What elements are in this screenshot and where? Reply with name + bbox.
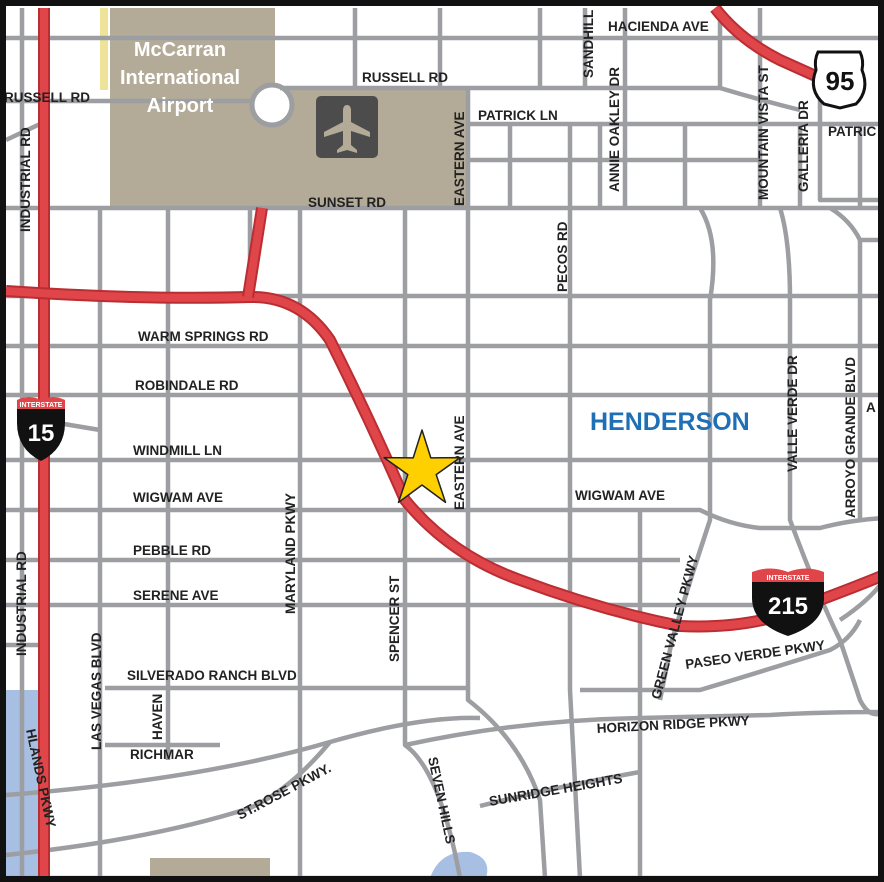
label-sandhill: SANDHILL bbox=[581, 10, 596, 78]
shield-us95-icon: 95 bbox=[811, 50, 867, 110]
label-eastern-ave-south: EASTERN AVE bbox=[452, 415, 467, 510]
label-wigwam-ave-east: WIGWAM AVE bbox=[575, 488, 665, 503]
label-robindale-rd: ROBINDALE RD bbox=[135, 378, 239, 393]
airport-name-line1: McCarran bbox=[134, 39, 226, 61]
label-warm-springs-rd: WARM SPRINGS RD bbox=[138, 329, 269, 344]
label-industrial-rd-north: INDUSTRIAL RD bbox=[18, 127, 33, 232]
airplane-shape bbox=[324, 105, 370, 153]
label-pecos-rd: PECOS RD bbox=[555, 221, 570, 292]
freeway-us95 bbox=[711, 5, 822, 82]
label-valle-verde-dr: VALLE VERDE DR bbox=[785, 355, 800, 472]
label-russell-rd-west: RUSSELL RD bbox=[4, 90, 90, 105]
label-las-vegas-blvd: LAS VEGAS BLVD bbox=[89, 632, 104, 750]
label-windmill-ln: WINDMILL LN bbox=[133, 443, 222, 458]
label-hacienda-ave: HACIENDA AVE bbox=[608, 19, 709, 34]
label-edge-a: A bbox=[866, 400, 876, 415]
label-maryland-pkwy: MARYLAND PKWY bbox=[283, 493, 298, 614]
label-arroyo-grande-blvd: ARROYO GRANDE BLVD bbox=[843, 357, 858, 518]
city-label: HENDERSON bbox=[590, 408, 750, 436]
label-industrial-rd-south: INDUSTRIAL RD bbox=[14, 551, 29, 656]
svg-text:15: 15 bbox=[28, 420, 55, 447]
label-serene-ave: SERENE AVE bbox=[133, 588, 219, 603]
airport-bottom-block bbox=[150, 858, 270, 878]
shield-i15-icon: INTERSTATE 15 bbox=[17, 397, 65, 461]
label-wigwam-ave-west: WIGWAM AVE bbox=[133, 490, 223, 505]
label-patrick-ln: PATRICK LN bbox=[478, 108, 558, 123]
runway bbox=[100, 8, 108, 90]
airport-loop bbox=[249, 82, 295, 128]
label-richmar: RICHMAR bbox=[130, 747, 194, 762]
label-galleria-dr: GALLERIA DR bbox=[796, 100, 811, 192]
label-haven: HAVEN bbox=[150, 694, 165, 740]
svg-text:INTERSTATE: INTERSTATE bbox=[767, 575, 810, 582]
label-sunset-rd: SUNSET RD bbox=[308, 195, 386, 210]
label-russell-rd: RUSSELL RD bbox=[362, 70, 448, 85]
label-spencer-st: SPENCER ST bbox=[387, 575, 402, 662]
star-icon[interactable] bbox=[383, 429, 461, 504]
airport-name-line2: International bbox=[120, 67, 240, 89]
label-annie-oakley-dr: ANNIE OAKLEY DR bbox=[607, 67, 622, 192]
airport-name-line3: Airport bbox=[147, 95, 214, 117]
svg-text:INTERSTATE: INTERSTATE bbox=[20, 402, 63, 409]
label-silverado-ranch-blvd: SILVERADO RANCH BLVD bbox=[127, 668, 297, 683]
svg-text:215: 215 bbox=[768, 593, 808, 620]
freeway-airport-connector bbox=[244, 207, 266, 298]
svg-text:95: 95 bbox=[826, 66, 855, 96]
label-mountain-vista-st: MOUNTAIN VISTA ST bbox=[756, 65, 771, 200]
shield-i215-icon: INTERSTATE 215 bbox=[752, 568, 824, 636]
label-eastern-ave-north: EASTERN AVE bbox=[452, 111, 467, 206]
label-patrick-east: PATRIC bbox=[828, 124, 876, 139]
label-pebble-rd: PEBBLE RD bbox=[133, 543, 211, 558]
